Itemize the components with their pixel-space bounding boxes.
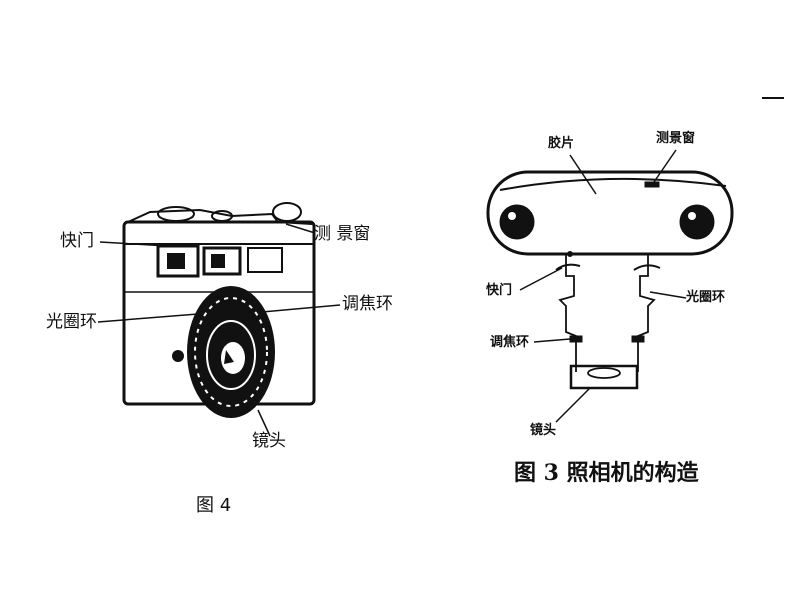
label-focus-ring-3: 调焦环 xyxy=(490,335,530,350)
spool-hole xyxy=(508,212,516,220)
viewfinder-dial xyxy=(272,202,302,222)
film-loop xyxy=(486,170,734,256)
film-spool-left xyxy=(499,204,535,240)
leader-viewfinder-3 xyxy=(653,149,677,183)
lens-box xyxy=(569,364,639,390)
lens-assembly xyxy=(187,286,275,418)
film-spool-right xyxy=(679,204,715,240)
figure3-leaders xyxy=(519,149,687,423)
structure-diagram xyxy=(486,170,734,390)
leader-viewfinder xyxy=(285,223,316,234)
aperture-blade xyxy=(633,264,661,271)
leader-focus-3 xyxy=(533,338,571,343)
shutter-blade xyxy=(555,263,581,271)
shutter-dial xyxy=(157,206,195,222)
label-shutter-3: 快门 xyxy=(486,283,513,298)
figure4-caption: 图 4 xyxy=(196,495,232,516)
label-focus-ring: 调焦环 xyxy=(342,294,393,314)
shutter-pivot xyxy=(567,251,573,257)
aperture-ring xyxy=(206,320,256,390)
figure3-caption: 图 3 照相机的构造 xyxy=(514,460,699,486)
lens-glass xyxy=(221,342,245,374)
leader-aperture-3 xyxy=(649,291,687,299)
film-strip xyxy=(499,177,727,191)
spool-hole xyxy=(688,212,696,220)
label-lens: 镜头 xyxy=(252,431,286,451)
label-film: 胶片 xyxy=(548,136,575,151)
leader-film xyxy=(569,154,597,195)
finder-window xyxy=(202,246,242,276)
label-viewfinder-3: 测景窗 xyxy=(656,131,696,146)
window-detail xyxy=(211,254,225,268)
label-aperture-ring: 光圈环 xyxy=(46,312,97,332)
label-viewfinder: 测 景窗 xyxy=(314,224,371,244)
window-detail xyxy=(167,253,185,269)
body-right-wall xyxy=(637,254,656,372)
focus-ring-knurl xyxy=(194,297,268,407)
label-shutter: 快门 xyxy=(60,231,94,251)
leader-lens xyxy=(257,409,271,437)
body-dot xyxy=(172,350,184,362)
leader-focus-ring xyxy=(261,304,341,313)
body-left-wall xyxy=(558,254,577,372)
label-aperture-ring-3: 光圈环 xyxy=(686,290,726,305)
leader-shutter xyxy=(99,241,169,247)
viewfinder-mark xyxy=(644,181,660,188)
leader-lens-3 xyxy=(555,387,591,423)
lens-highlight xyxy=(224,350,234,364)
focus-marker-left xyxy=(569,335,583,343)
lens-element xyxy=(587,367,621,379)
meter-window xyxy=(247,247,283,273)
figure4-leaders xyxy=(97,223,341,437)
focus-marker-right xyxy=(631,335,645,343)
leader-aperture-ring xyxy=(97,313,199,323)
label-lens-3: 镜头 xyxy=(530,423,557,438)
rangefinder-window xyxy=(156,244,200,278)
leader-shutter-3 xyxy=(519,267,563,291)
